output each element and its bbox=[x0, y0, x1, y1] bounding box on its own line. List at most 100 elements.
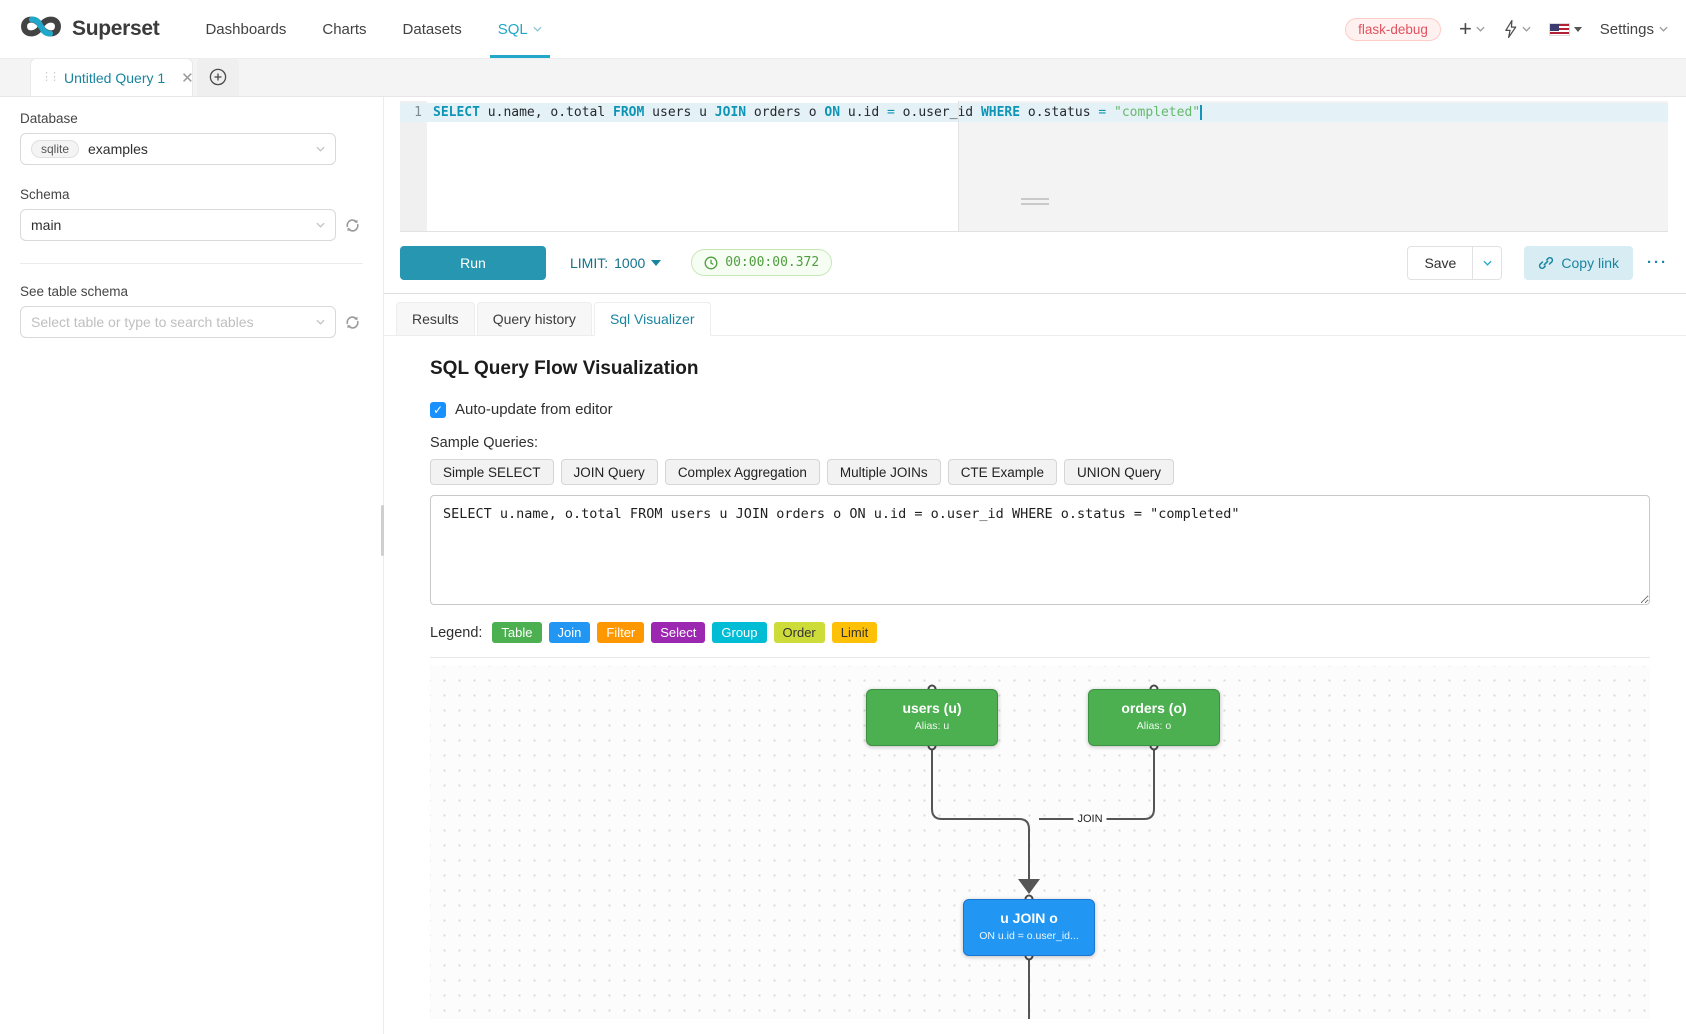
sql-token: o.status bbox=[1020, 105, 1099, 120]
chevron-down-icon bbox=[1476, 26, 1485, 32]
close-icon[interactable]: ✕ bbox=[181, 69, 194, 87]
node-title: users (u) bbox=[902, 700, 962, 716]
refresh-schemas-button[interactable] bbox=[344, 217, 361, 234]
tab-results[interactable]: Results bbox=[396, 302, 475, 336]
copy-link-button[interactable]: Copy link bbox=[1524, 245, 1633, 280]
quick-actions-button[interactable] bbox=[1503, 19, 1531, 39]
sample-join-query-button[interactable]: JOIN Query bbox=[560, 459, 658, 485]
auto-update-checkbox-row[interactable]: ✓ Auto-update from editor bbox=[430, 401, 1650, 418]
drag-dots-icon[interactable]: ⋮⋮ bbox=[41, 71, 60, 83]
editor-toolbar: Run LIMIT: 1000 00:00:00.372 Save bbox=[384, 232, 1686, 294]
query-input[interactable]: SELECT u.name, o.total FROM users u JOIN… bbox=[430, 495, 1650, 605]
chevron-down-icon bbox=[316, 319, 325, 325]
legend-badge-order: Order bbox=[773, 622, 825, 643]
node-subtitle: Alias: o bbox=[1136, 720, 1172, 732]
node-users-table[interactable]: users (u) Alias: u bbox=[866, 689, 998, 746]
sql-token: ON bbox=[824, 105, 841, 120]
settings-menu[interactable]: Settings bbox=[1600, 21, 1668, 38]
plus-circle-icon bbox=[209, 68, 227, 86]
limit-dropdown[interactable]: LIMIT: 1000 bbox=[570, 254, 662, 271]
editor-overflow-zone bbox=[958, 101, 1668, 231]
more-actions-button[interactable]: ··· bbox=[1647, 254, 1668, 271]
legend-badge-filter: Filter bbox=[597, 622, 645, 643]
add-new-button[interactable]: + bbox=[1459, 18, 1485, 40]
sql-token: FROM bbox=[613, 105, 645, 120]
sample-complex-aggregation-button[interactable]: Complex Aggregation bbox=[664, 459, 820, 485]
sql-lab-sidebar: Database sqlite examples Schema main See… bbox=[0, 97, 383, 1034]
chevron-down-icon bbox=[316, 146, 325, 152]
node-subtitle: Alias: u bbox=[914, 720, 950, 732]
run-button[interactable]: Run bbox=[400, 245, 546, 280]
nav-item-charts[interactable]: Charts bbox=[322, 20, 367, 38]
settings-label: Settings bbox=[1599, 20, 1654, 38]
refresh-icon bbox=[346, 315, 359, 329]
clock-icon bbox=[704, 256, 718, 269]
link-icon bbox=[1539, 256, 1554, 269]
schema-select[interactable]: main bbox=[20, 209, 336, 241]
sidebar-resize-grip[interactable] bbox=[381, 505, 384, 556]
node-join[interactable]: u JOIN o ON u.id = o.user_id... bbox=[963, 899, 1095, 956]
table-select-placeholder: Select table or type to search tables bbox=[31, 314, 254, 330]
legend-badge-limit: Limit bbox=[831, 622, 878, 643]
superset-brand[interactable]: Superset bbox=[18, 11, 160, 47]
legend-badge-group: Group bbox=[712, 622, 767, 643]
sidebar-resize-divider[interactable] bbox=[383, 97, 384, 1034]
auto-update-label: Auto-update from editor bbox=[455, 401, 613, 418]
tab-sql-visualizer[interactable]: Sql Visualizer bbox=[593, 302, 711, 336]
sample-cte-example-button[interactable]: CTE Example bbox=[947, 459, 1057, 485]
sql-token: orders o bbox=[746, 105, 825, 120]
table-select[interactable]: Select table or type to search tables bbox=[20, 306, 336, 338]
top-navbar: Superset Dashboards Charts Datasets SQL … bbox=[0, 0, 1686, 59]
chevron-down-icon bbox=[1522, 26, 1531, 32]
limit-value: 1000 bbox=[614, 254, 646, 271]
nav-item-dashboards[interactable]: Dashboards bbox=[205, 20, 287, 38]
sample-multiple-joins-button[interactable]: Multiple JOINs bbox=[826, 459, 941, 485]
arrowhead-icon bbox=[1018, 879, 1040, 894]
results-tabs: Results Query history Sql Visualizer bbox=[384, 302, 1686, 336]
schema-label: Schema bbox=[20, 187, 70, 202]
chevron-down-icon bbox=[1659, 26, 1668, 32]
plus-icon: + bbox=[1458, 16, 1472, 41]
query-flow-diagram[interactable]: users (u) Alias: u orders (o) Alias: o u… bbox=[430, 666, 1650, 1019]
pane-resize-grip[interactable] bbox=[1021, 198, 1049, 208]
sql-token bbox=[1106, 105, 1114, 120]
sql-token: SELECT bbox=[433, 105, 480, 120]
sql-code-editor[interactable]: 1 SELECT u.name, o.total FROM users u JO… bbox=[400, 101, 1668, 232]
editor-print-margin bbox=[958, 101, 959, 231]
sample-simple-select-button[interactable]: Simple SELECT bbox=[430, 459, 554, 485]
node-orders-table[interactable]: orders (o) Alias: o bbox=[1088, 689, 1220, 746]
copy-link-label: Copy link bbox=[1561, 254, 1619, 271]
add-query-tab-button[interactable] bbox=[197, 58, 239, 96]
query-tab-active[interactable]: ⋮⋮ Untitled Query 1 ✕ bbox=[30, 58, 194, 96]
line-number: 1 bbox=[414, 105, 422, 120]
sample-query-buttons: Simple SELECT JOIN Query Complex Aggrega… bbox=[430, 459, 1650, 485]
brand-name: Superset bbox=[72, 17, 160, 40]
sql-token: = bbox=[1098, 105, 1107, 120]
superset-logo-icon bbox=[18, 11, 64, 47]
refresh-tables-button[interactable] bbox=[344, 314, 361, 331]
save-dropdown-button[interactable] bbox=[1473, 245, 1503, 280]
sql-token: o.user_id bbox=[894, 105, 981, 120]
main-nav: Dashboards Charts Datasets SQL bbox=[187, 0, 559, 58]
legend-label: Legend: bbox=[430, 624, 483, 641]
legend-row: Legend: Table Join Filter Select Group O… bbox=[430, 622, 1650, 643]
tab-query-history[interactable]: Query history bbox=[476, 302, 592, 336]
lightning-icon bbox=[1505, 19, 1517, 39]
code-line: SELECT u.name, o.total FROM users u JOIN… bbox=[433, 105, 1203, 120]
diagram-edges bbox=[927, 684, 1159, 1019]
chevron-down-icon bbox=[533, 26, 542, 32]
chevron-down-icon bbox=[316, 222, 325, 228]
query-tab-label: Untitled Query 1 bbox=[64, 69, 166, 86]
database-select[interactable]: sqlite examples bbox=[20, 133, 336, 165]
nav-item-sql[interactable]: SQL bbox=[480, 0, 560, 58]
save-button[interactable]: Save bbox=[1407, 245, 1474, 280]
nav-item-datasets[interactable]: Datasets bbox=[402, 20, 462, 38]
content-divider bbox=[430, 657, 1650, 658]
query-timer: 00:00:00.372 bbox=[691, 249, 833, 276]
language-picker[interactable] bbox=[1548, 22, 1582, 36]
env-badge: flask-debug bbox=[1345, 17, 1441, 41]
checkbox-checked-icon[interactable]: ✓ bbox=[430, 401, 446, 418]
chevron-down-icon bbox=[1483, 260, 1492, 266]
node-subtitle: ON u.id = o.user_id... bbox=[979, 930, 1079, 942]
sample-union-query-button[interactable]: UNION Query bbox=[1063, 459, 1174, 485]
